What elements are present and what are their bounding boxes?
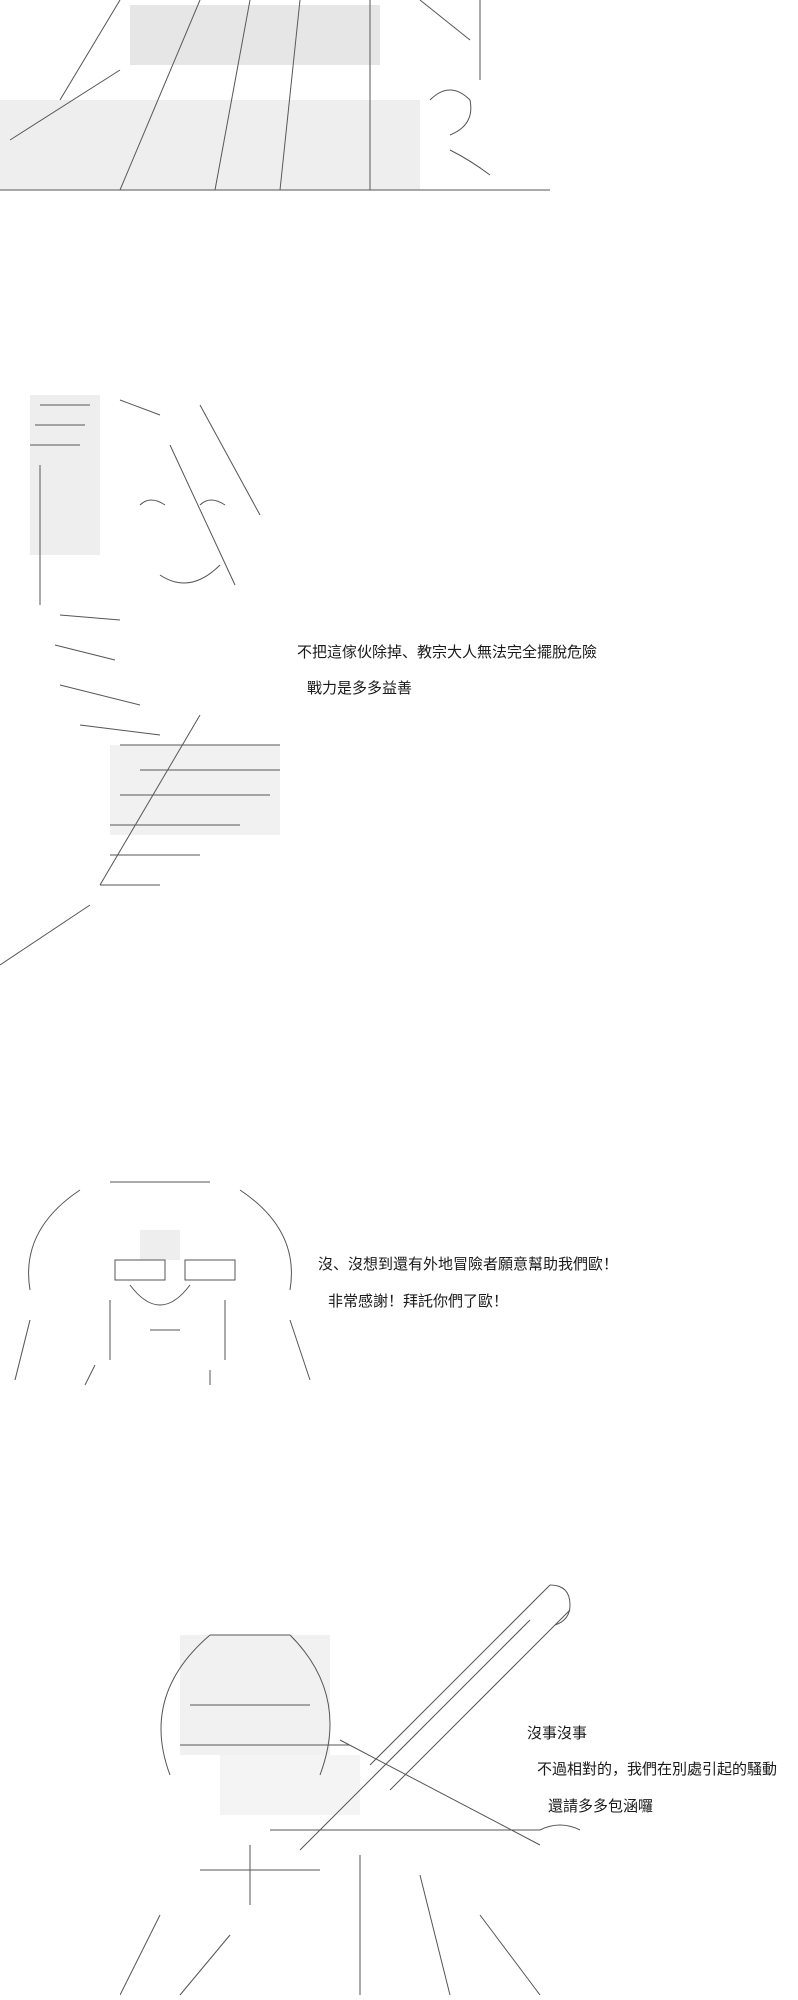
panel-2-dialog-line-1: 不把這傢伙除掉、教宗大人無法完全擺脫危險 [297, 643, 598, 661]
panel-3-dialog-line-1: 沒、沒想到還有外地冒險者願意幫助我們歐！ [318, 1255, 619, 1273]
panel-1-ascii-art [0, 0, 560, 195]
panel-3-ascii-art [0, 1170, 320, 1390]
panel-4-dialog-line-2: 不過相對的，我們在別處引起的騷動 [537, 1760, 778, 1778]
panel-4-dialog-line-1: 沒事沒事 [527, 1724, 588, 1742]
panel-4-dialog-line-3: 還請多多包涵囉 [548, 1797, 654, 1815]
panel-2-dialog-line-2: 戰力是多多益善 [307, 679, 413, 697]
panel-4-ascii-art [120, 1575, 600, 2000]
panel-3-dialog-line-2: 非常感謝！拜託你們了歐！ [328, 1292, 509, 1310]
panel-2-ascii-art [0, 385, 290, 975]
